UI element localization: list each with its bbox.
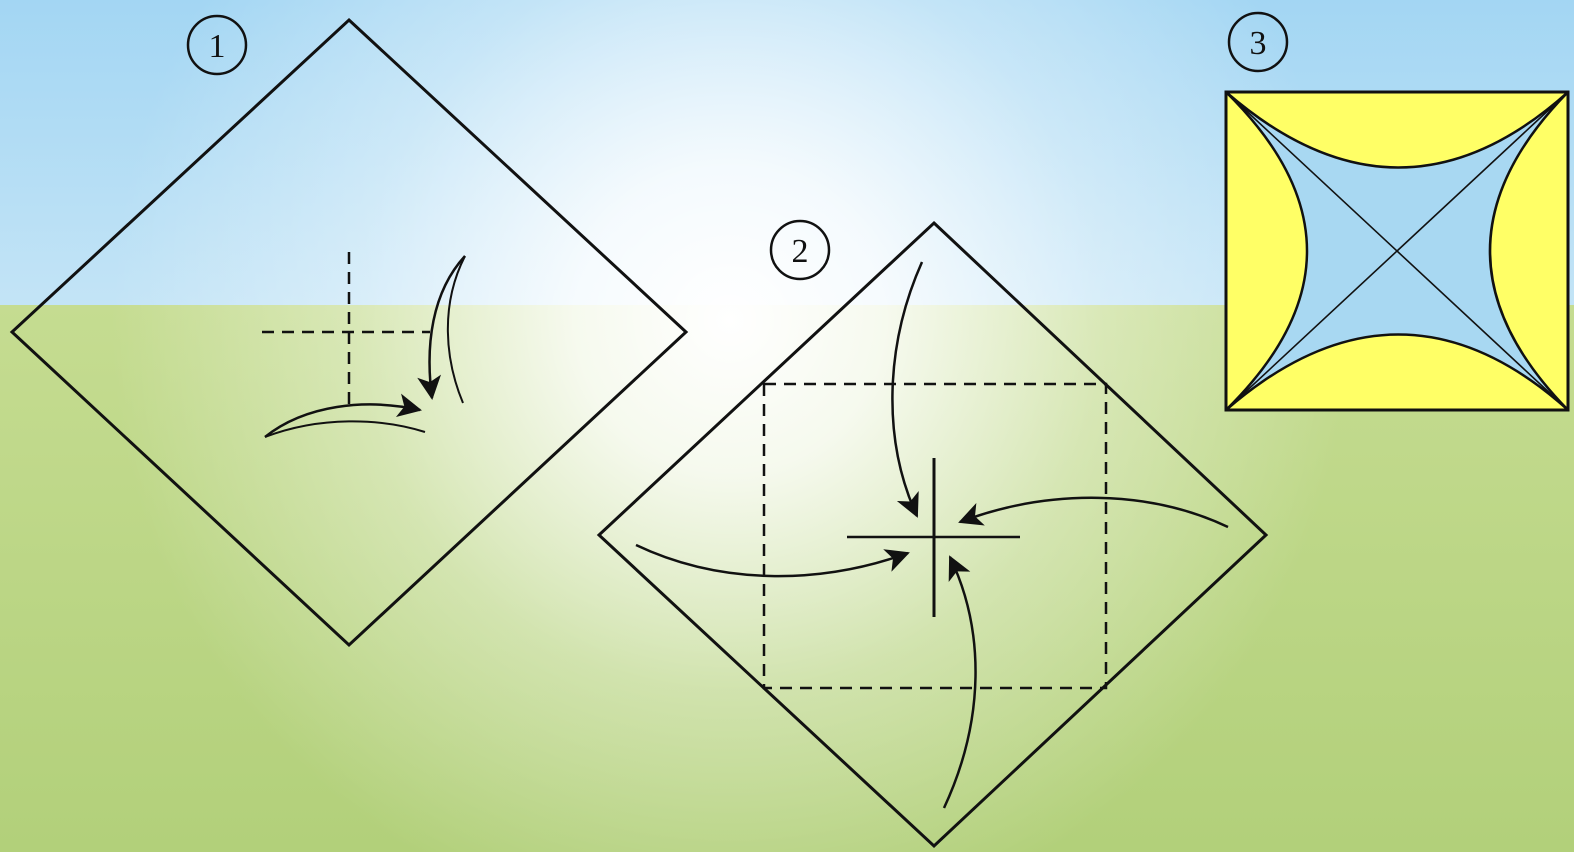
- step-3-number: 3: [1250, 25, 1267, 62]
- step-1-number: 1: [209, 28, 226, 65]
- step-2-number: 2: [792, 233, 809, 270]
